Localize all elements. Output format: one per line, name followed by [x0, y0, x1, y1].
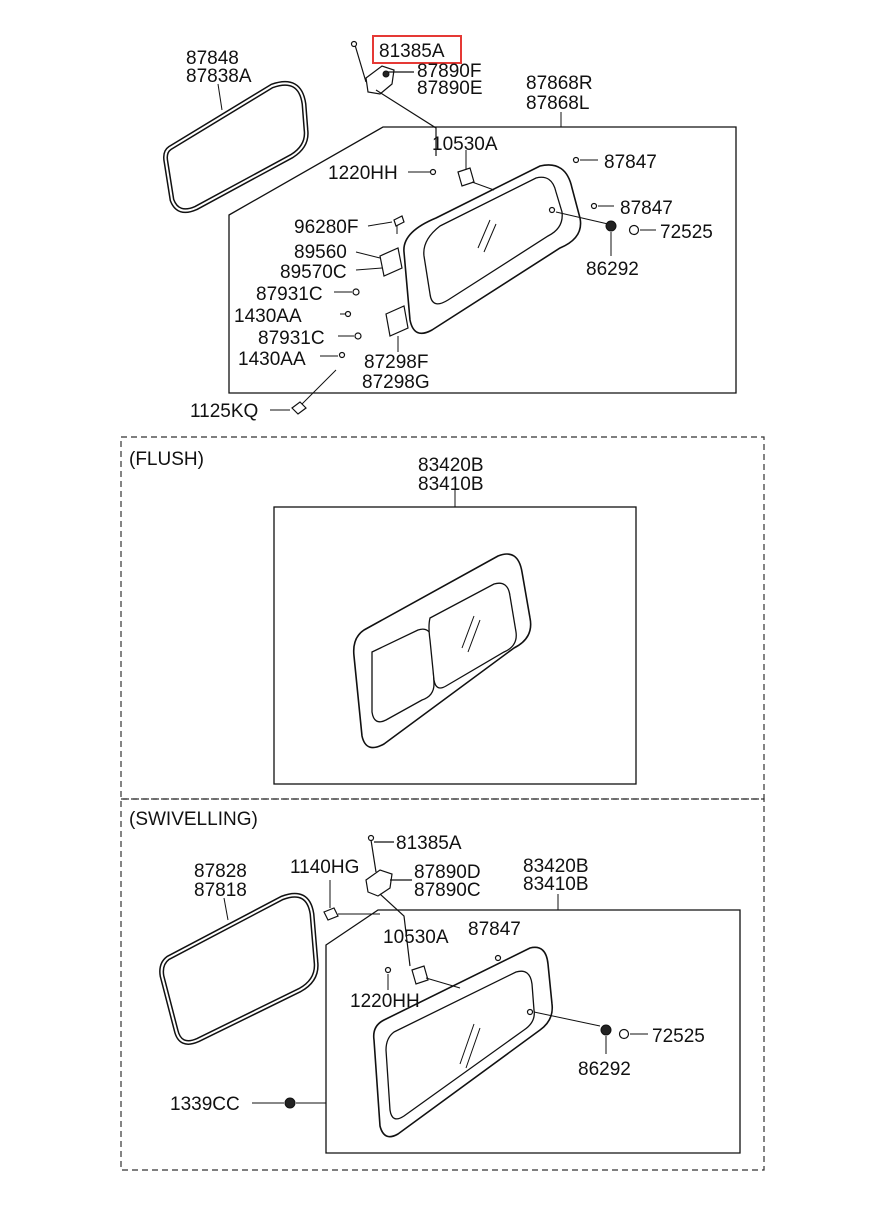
part-label-87298F[interactable]: 87298F	[364, 352, 428, 373]
part-label-72525[interactable]: 72525	[660, 222, 713, 243]
part-label-96280F[interactable]: 96280F	[294, 217, 358, 238]
swivel-part-label-1140HG[interactable]: 1140HG	[290, 857, 359, 878]
part-label-87298G[interactable]: 87298G	[362, 372, 430, 393]
part-label-87868L[interactable]: 87868L	[526, 93, 589, 114]
swivel-part-label-10530A[interactable]: 10530A	[383, 927, 449, 948]
swivel-part-label-83410B[interactable]: 83410B	[523, 874, 589, 895]
swivelling-dashed-frame	[120, 798, 765, 1171]
swivel-part-label-87847[interactable]: 87847	[468, 919, 521, 940]
swivelling-section: (SWIVELLING)	[120, 798, 765, 1171]
swivel-washer-icon	[618, 1028, 630, 1040]
hinge-lower	[385, 305, 409, 337]
swivel-glass-inner	[385, 970, 535, 1120]
part-label-89560[interactable]: 89560	[294, 242, 347, 263]
flush-part-label-83420B[interactable]: 83420B	[418, 455, 484, 476]
top-glass-inner	[423, 176, 563, 305]
swivel-part-label-72525[interactable]: 72525	[652, 1026, 705, 1047]
highlight-box	[372, 35, 462, 64]
swivel-nut-icon	[600, 1024, 612, 1036]
weatherstrip-seal-top	[163, 80, 309, 214]
swivel-part-label-87890C[interactable]: 87890C	[414, 880, 481, 901]
swivel-part-label-87828[interactable]: 87828	[194, 861, 247, 882]
nut-icon	[605, 220, 617, 232]
swivelling-assembly-frame	[325, 909, 741, 1154]
flush-pane-large	[428, 582, 517, 689]
part-label-1430AA-upper[interactable]: 1430AA	[234, 306, 302, 327]
part-label-86292[interactable]: 86292	[586, 259, 639, 280]
flush-part-label-83410B[interactable]: 83410B	[418, 474, 484, 495]
swivel-part-label-87890D[interactable]: 87890D	[414, 862, 481, 883]
part-label-1125KQ[interactable]: 1125KQ	[190, 401, 258, 422]
swivel-part-label-87818[interactable]: 87818	[194, 880, 247, 901]
top-section: 87848 87838A 81385A 87890F 87890E 87868R…	[163, 35, 737, 422]
top-assembly-frame	[228, 126, 737, 394]
hinge-upper	[379, 247, 403, 277]
swivel-bolt-icon	[323, 907, 339, 921]
part-label-87931C-upper[interactable]: 87931C	[256, 284, 323, 305]
flush-pane-small	[371, 628, 435, 723]
swivel-part-label-1339CC[interactable]: 1339CC	[170, 1094, 240, 1115]
swivel-glass-bracket	[411, 965, 429, 985]
part-label-87890E[interactable]: 87890E	[417, 78, 483, 99]
part-label-89570C[interactable]: 89570C	[280, 262, 347, 283]
swivelling-section-title: (SWIVELLING)	[129, 809, 258, 830]
part-label-87838A[interactable]: 87838A	[186, 66, 252, 87]
part-label-1430AA-lower[interactable]: 1430AA	[238, 349, 306, 370]
latch-hardware	[365, 65, 395, 95]
swivel-part-label-81385A[interactable]: 81385A	[396, 833, 462, 854]
part-label-87868R[interactable]: 87868R	[526, 73, 593, 94]
part-label-87848[interactable]: 87848	[186, 48, 239, 69]
swivel-part-label-1220HH[interactable]: 1220HH	[350, 991, 420, 1012]
washer-icon	[628, 224, 640, 236]
swivel-latch-hardware	[365, 869, 393, 897]
swivel-part-label-83420B[interactable]: 83420B	[523, 856, 589, 877]
bolt-icon	[291, 401, 307, 415]
flush-section-title: (FLUSH)	[129, 449, 204, 470]
grommet-icon	[284, 1097, 296, 1109]
part-label-81385A[interactable]: 81385A	[379, 41, 445, 62]
glass-bracket	[457, 167, 475, 187]
flush-section: (FLUSH) 83420B 83410B	[120, 436, 765, 800]
part-label-87847-lower[interactable]: 87847	[620, 198, 673, 219]
part-label-87931C-lower[interactable]: 87931C	[258, 328, 325, 349]
part-label-87847-upper[interactable]: 87847	[604, 152, 657, 173]
swivel-part-label-86292[interactable]: 86292	[578, 1059, 631, 1080]
flush-dashed-frame	[120, 436, 765, 800]
part-label-1220HH[interactable]: 1220HH	[328, 163, 398, 184]
part-label-87890F[interactable]: 87890F	[417, 61, 481, 82]
part-label-10530A[interactable]: 10530A	[432, 134, 498, 155]
